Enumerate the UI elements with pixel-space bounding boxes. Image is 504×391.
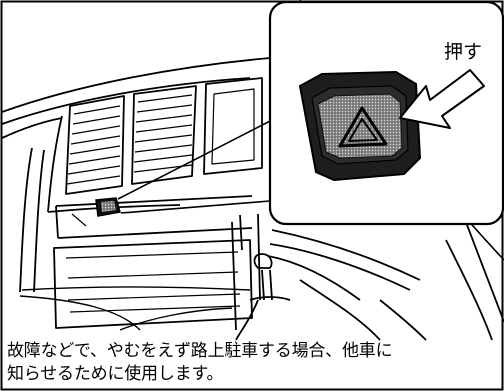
caption-line-2: 知らせるために使用します。	[7, 364, 224, 384]
shift-lever	[249, 253, 291, 301]
callout-leader	[117, 117, 283, 214]
air-vent-left	[65, 95, 125, 195]
warning-triangle-icon	[338, 106, 388, 148]
caption-line-1: 故障などで、やむをえず路上駐車する場合、他車に	[7, 341, 393, 361]
instruction-caption: 故障などで、やむをえず路上駐車する場合、他車に 知らせるために使用します。	[7, 340, 501, 386]
push-label: 押す	[444, 41, 482, 63]
center-panel	[53, 239, 253, 329]
air-vent-center	[131, 85, 197, 185]
hazard-button	[298, 70, 422, 182]
hazard-switch-small	[95, 197, 121, 217]
air-vent-right	[203, 77, 263, 175]
arrow-left-icon	[399, 69, 485, 129]
